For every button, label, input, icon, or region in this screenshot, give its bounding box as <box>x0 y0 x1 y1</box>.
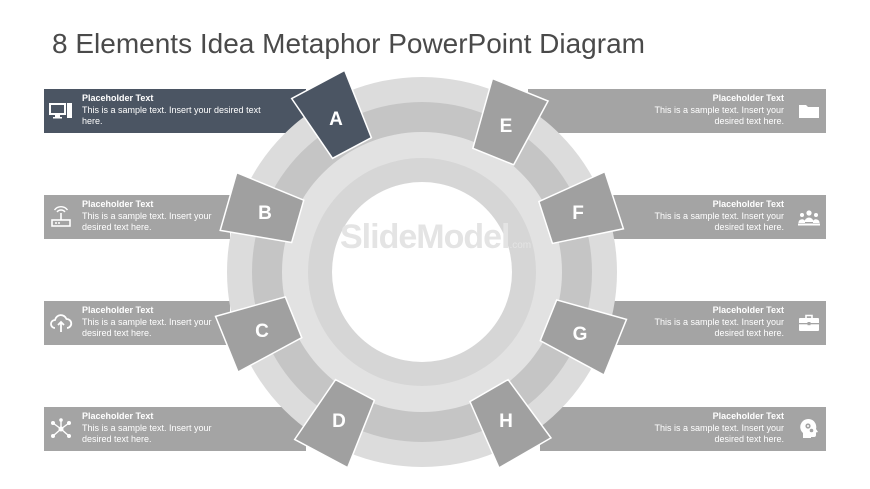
bar-text: This is a sample text. Insert your desir… <box>654 317 784 338</box>
team-icon <box>797 205 821 229</box>
watermark-brand: SlideModel <box>340 218 510 256</box>
bar-text: This is a sample text. Insert your desir… <box>654 105 784 126</box>
segment-g: G <box>539 298 628 377</box>
segment-letter: E <box>500 116 513 137</box>
bar-title: Placeholder Text <box>712 199 784 209</box>
bar-text: This is a sample text. Insert your desir… <box>82 105 261 126</box>
segment-f: F <box>537 170 625 245</box>
segment-shape <box>219 171 305 244</box>
segment-group: A B C D E F G H <box>214 69 628 469</box>
segment-shape <box>471 77 550 166</box>
head-gears-icon <box>797 417 821 441</box>
watermark: SlideModel.com <box>340 218 531 257</box>
segment-shape <box>214 295 303 374</box>
bar-text: This is a sample text. Insert your desir… <box>82 211 212 232</box>
bar-title: Placeholder Text <box>82 305 154 315</box>
segment-letter: F <box>572 203 584 224</box>
segment-h: H <box>468 378 553 469</box>
info-bar-b: Placeholder Text This is a sample text. … <box>44 195 230 239</box>
segment-letter: C <box>255 321 269 342</box>
bar-title: Placeholder Text <box>712 411 784 421</box>
bar-title: Placeholder Text <box>82 93 154 103</box>
info-bar-g: Placeholder Text This is a sample text. … <box>600 301 826 345</box>
bar-text: This is a sample text. Insert your desir… <box>654 211 784 232</box>
segment-letter: A <box>329 109 343 130</box>
segment-shape <box>290 69 373 160</box>
network-icon <box>49 417 73 441</box>
segment-letter: D <box>332 411 346 432</box>
info-bar-f: Placeholder Text This is a sample text. … <box>600 195 826 239</box>
info-bar-a: Placeholder Text This is a sample text. … <box>44 89 306 133</box>
segment-shape <box>537 170 625 245</box>
info-bar-h: Placeholder Text This is a sample text. … <box>540 407 826 451</box>
info-bar-e: Placeholder Text This is a sample text. … <box>528 89 826 133</box>
computer-icon <box>49 99 73 123</box>
ring-center <box>332 182 512 362</box>
segment-shape <box>293 378 376 469</box>
segment-letter: B <box>258 203 272 224</box>
cloud-upload-icon <box>49 311 73 335</box>
bar-text: This is a sample text. Insert your desir… <box>82 423 212 444</box>
segment-b: B <box>219 171 305 244</box>
bar-text: This is a sample text. Insert your desir… <box>82 317 212 338</box>
segment-a: A <box>290 69 373 160</box>
bar-text: This is a sample text. Insert your desir… <box>654 423 784 444</box>
watermark-suffix: .com <box>509 240 532 251</box>
slide-title: 8 Elements Idea Metaphor PowerPoint Diag… <box>52 28 645 59</box>
bar-title: Placeholder Text <box>82 411 154 421</box>
segment-d: D <box>293 378 376 469</box>
segment-letter: H <box>499 411 513 432</box>
segment-shape <box>468 378 553 469</box>
bar-title: Placeholder Text <box>712 305 784 315</box>
segment-c: C <box>214 295 303 374</box>
segment-shape <box>539 298 628 377</box>
info-bar-c: Placeholder Text This is a sample text. … <box>44 301 230 345</box>
segment-e: E <box>471 77 550 166</box>
folder-icon <box>797 99 821 123</box>
router-icon <box>49 205 73 229</box>
briefcase-icon <box>797 311 821 335</box>
bar-title: Placeholder Text <box>82 199 154 209</box>
info-bar-d: Placeholder Text This is a sample text. … <box>44 407 306 451</box>
bar-title: Placeholder Text <box>712 93 784 103</box>
segment-letter: G <box>573 324 588 345</box>
